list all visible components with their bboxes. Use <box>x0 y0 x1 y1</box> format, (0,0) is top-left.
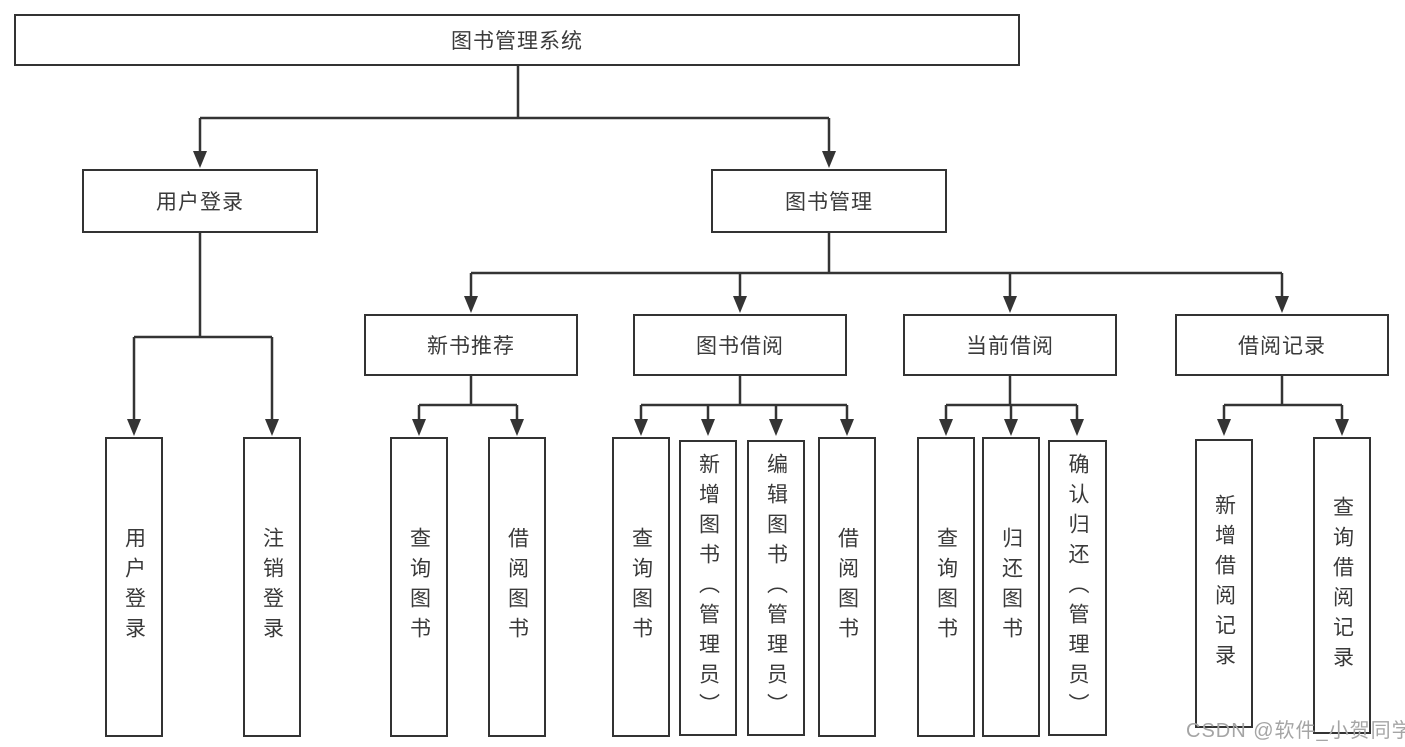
leaf-user-login-label: 用户登录 <box>122 527 146 647</box>
connector-borrowing-records <box>1222 376 1344 421</box>
leaf-cb-return-book-label: 归还图书 <box>999 527 1023 647</box>
node-current-borrowing: 当前借阅 <box>903 314 1117 376</box>
connector-book-management <box>469 233 1284 298</box>
node-book-management: 图书管理 <box>711 169 947 233</box>
node-borrowing-records: 借阅记录 <box>1175 314 1389 376</box>
leaf-cb-query-book-label: 查询图书 <box>934 527 958 647</box>
leaf-bb-add-book-admin: 新增图书（管理员） <box>679 440 737 736</box>
node-user-login: 用户登录 <box>82 169 318 233</box>
leaf-br-add-record-label: 新增借阅记录 <box>1212 493 1236 674</box>
node-book-borrowing-label: 图书借阅 <box>696 335 784 358</box>
node-current-borrowing-label: 当前借阅 <box>966 335 1054 358</box>
leaf-bb-borrow-book: 借阅图书 <box>818 437 876 737</box>
watermark-text: CSDN @软件_小贺同学 <box>1186 720 1405 742</box>
connector-new-book-recommend <box>417 376 519 421</box>
leaf-bb-query-book-label: 查询图书 <box>629 527 653 647</box>
node-new-book-recommend: 新书推荐 <box>364 314 578 376</box>
leaf-bb-edit-book-admin-label: 编辑图书（管理员） <box>764 453 788 723</box>
leaf-cb-return-book: 归还图书 <box>982 437 1040 737</box>
leaf-cb-confirm-return-admin-label: 确认归还（管理员） <box>1066 453 1089 723</box>
leaf-cb-confirm-return-admin: 确认归还（管理员） <box>1048 440 1107 736</box>
leaf-logout-label: 注销登录 <box>260 527 284 647</box>
node-borrowing-records-label: 借阅记录 <box>1238 335 1326 358</box>
leaf-nbr-borrow-book: 借阅图书 <box>488 437 546 737</box>
leaf-nbr-borrow-book-label: 借阅图书 <box>505 527 529 647</box>
arrowheads <box>127 151 1349 436</box>
node-root-label: 图书管理系统 <box>451 30 583 53</box>
leaf-bb-edit-book-admin: 编辑图书（管理员） <box>747 440 805 736</box>
leaf-logout: 注销登录 <box>243 437 301 737</box>
node-book-borrowing: 图书借阅 <box>633 314 847 376</box>
leaf-nbr-query-book-label: 查询图书 <box>407 527 431 647</box>
leaf-bb-query-book: 查询图书 <box>612 437 670 737</box>
node-book-management-label: 图书管理 <box>785 191 873 214</box>
node-user-login-label: 用户登录 <box>156 191 244 214</box>
leaf-bb-borrow-book-label: 借阅图书 <box>835 527 859 647</box>
leaf-br-query-record-label: 查询借阅记录 <box>1330 495 1354 676</box>
connector-user-login <box>132 233 274 421</box>
node-root: 图书管理系统 <box>14 14 1020 66</box>
leaf-nbr-query-book: 查询图书 <box>390 437 448 737</box>
leaf-cb-query-book: 查询图书 <box>917 437 975 737</box>
leaf-br-add-record: 新增借阅记录 <box>1195 439 1253 728</box>
connector-current-borrowing <box>944 376 1079 421</box>
leaf-br-query-record: 查询借阅记录 <box>1313 437 1371 734</box>
connector-root <box>198 66 831 153</box>
node-new-book-recommend-label: 新书推荐 <box>427 335 515 358</box>
leaf-bb-add-book-admin-label: 新增图书（管理员） <box>696 453 720 723</box>
leaf-user-login: 用户登录 <box>105 437 163 737</box>
connector-book-borrowing <box>639 376 849 421</box>
